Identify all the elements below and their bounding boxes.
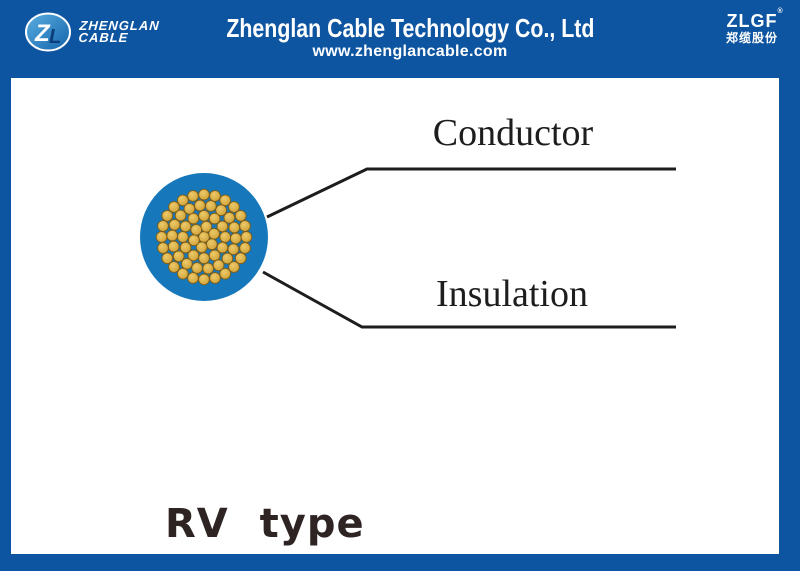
conductor-strand [187, 272, 199, 284]
conductor-strand [229, 232, 242, 245]
conductor-strand [166, 229, 179, 242]
conductor-strand [216, 220, 229, 233]
conductor-strand [234, 252, 247, 265]
conductor-strand [179, 241, 192, 254]
conductor-strand [190, 223, 203, 236]
company-title: Zhenglan Cable Technology Co., Ltd [226, 13, 594, 43]
conductor-strand [191, 262, 203, 274]
conductor-strand [155, 231, 168, 243]
conductor-strand [167, 240, 180, 253]
conductor-strand [161, 209, 174, 222]
strand-group [155, 188, 253, 286]
conductor-strand [198, 188, 210, 201]
conductor-strand [208, 212, 221, 225]
conductor-strand [228, 261, 240, 273]
conductor-strand [221, 252, 234, 265]
zlgf-text: ZLGF [726, 11, 778, 31]
monogram-z: Z [34, 20, 51, 47]
conductor-strand [168, 201, 180, 213]
conductor-strand [208, 249, 221, 262]
website-url: www.zhenglancable.com [312, 43, 508, 60]
conductor-strand [202, 262, 214, 275]
conductor-strand [176, 194, 189, 207]
conductor-strand [157, 220, 169, 232]
conductor-strand [168, 261, 180, 273]
conductor-strand [172, 250, 185, 263]
conductor-strand [187, 190, 199, 202]
conductor-strand [209, 190, 221, 202]
conductor-strand [219, 231, 232, 243]
conductor-strand [174, 209, 187, 222]
conductor-strand [181, 257, 193, 270]
conductor-strand [194, 199, 206, 212]
cable-type-caption: RV type [165, 501, 365, 547]
zlgf-logo: ZLGF® 郑缆股份 [725, 8, 783, 45]
header-banner: Z L ZHENGLAN CABLE Zhenglan Cable Techno… [0, 0, 800, 78]
conductor-leader-line [266, 167, 676, 219]
conductor-strand [228, 201, 240, 213]
conductor-strand [187, 249, 200, 262]
conductor-strand [223, 211, 236, 224]
content-area: Conductor Insulation RV type [11, 78, 779, 554]
conductor-strand [219, 194, 232, 207]
conductor-strand [183, 202, 196, 215]
conductor-strand [161, 252, 174, 265]
monogram-l: L [49, 26, 61, 48]
conductor-strand [212, 259, 225, 272]
conductor-strand [219, 267, 232, 280]
conductor-strand [215, 204, 227, 217]
conductor-strand [209, 272, 221, 284]
conductor-strand [198, 209, 210, 222]
conductor-strand [198, 252, 210, 265]
conductor-strand [176, 267, 189, 280]
conductor-strand [234, 209, 247, 222]
zl-monogram-icon: Z L [25, 12, 71, 52]
conductor-strand [195, 241, 208, 254]
conductor-strand [168, 218, 181, 231]
insulation-label: Insulation [436, 273, 588, 315]
logo-word-cable: CABLE [78, 30, 129, 45]
conductor-strand [239, 242, 251, 254]
banner-center: Zhenglan Cable Technology Co., Ltd www.z… [20, 0, 800, 60]
insulation-leader-line [262, 270, 676, 329]
registered-mark-icon: ® [777, 8, 784, 15]
conductor-strand [198, 273, 210, 286]
conductor-strand [240, 231, 253, 243]
cable-diagram-svg [140, 167, 676, 329]
conductor-strand [187, 212, 200, 225]
conductor-strand [228, 221, 241, 234]
conductor-strand [205, 200, 217, 212]
zlgf-chinese-text: 郑缆股份 [725, 31, 778, 45]
zhenglan-logo: Z L ZHENGLAN CABLE [24, 11, 160, 53]
conductor-label: Conductor [432, 112, 594, 154]
conductor-strand [157, 242, 169, 254]
conductor-strand [227, 243, 240, 256]
conductor-strand [205, 238, 218, 251]
conductor-strand [176, 231, 189, 243]
conductor-strand [239, 220, 251, 232]
